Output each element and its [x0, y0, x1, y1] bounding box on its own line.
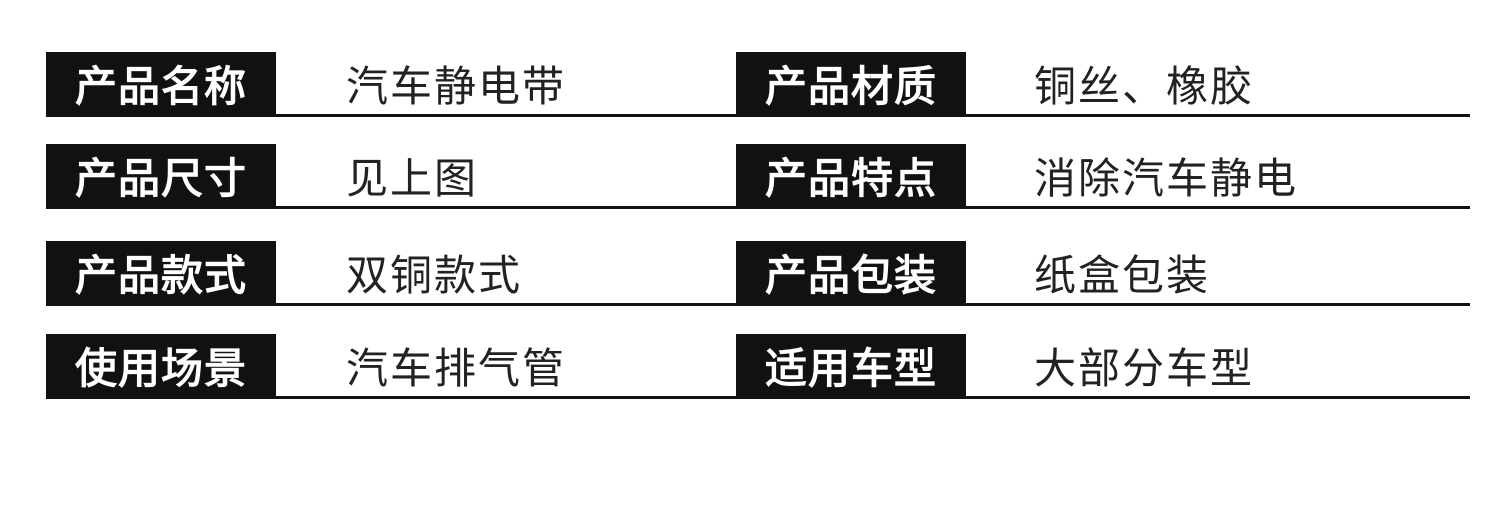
spec-cell-vehicle: 适用车型 大部分车型 [736, 334, 1470, 396]
product-spec-table: 产品名称 汽车静电带 产品材质 铜丝、橡胶 产品尺寸 见上图 产品特点 消除汽车… [46, 52, 1470, 426]
spec-cell-name: 产品名称 汽车静电带 [46, 52, 736, 114]
spec-label-product-name: 产品名称 [46, 52, 276, 114]
spec-value-material: 铜丝、橡胶 [1034, 61, 1255, 111]
spec-value-packaging: 纸盒包装 [1034, 250, 1211, 300]
spec-row: 产品尺寸 见上图 产品特点 消除汽车静电 [46, 144, 1470, 209]
spec-label-size: 产品尺寸 [46, 144, 276, 206]
spec-value-style: 双铜款式 [346, 250, 523, 300]
spec-label-vehicle: 适用车型 [736, 334, 966, 396]
spec-label-style: 产品款式 [46, 241, 276, 303]
spec-value-usage: 汽车排气管 [346, 343, 567, 393]
spec-cell-material: 产品材质 铜丝、橡胶 [736, 52, 1470, 114]
spec-row: 使用场景 汽车排气管 适用车型 大部分车型 [46, 334, 1470, 399]
spec-value-product-name: 汽车静电带 [346, 61, 567, 111]
spec-label-usage: 使用场景 [46, 334, 276, 396]
spec-value-size: 见上图 [346, 153, 479, 203]
spec-cell-usage: 使用场景 汽车排气管 [46, 334, 736, 396]
spec-label-feature: 产品特点 [736, 144, 966, 206]
spec-label-material: 产品材质 [736, 52, 966, 114]
spec-value-vehicle: 大部分车型 [1034, 343, 1255, 393]
spec-cell-feature: 产品特点 消除汽车静电 [736, 144, 1470, 206]
spec-cell-size: 产品尺寸 见上图 [46, 144, 736, 206]
spec-label-packaging: 产品包装 [736, 241, 966, 303]
spec-row: 产品款式 双铜款式 产品包装 纸盒包装 [46, 241, 1470, 306]
spec-cell-packaging: 产品包装 纸盒包装 [736, 241, 1470, 303]
spec-value-feature: 消除汽车静电 [1034, 153, 1299, 203]
spec-cell-style: 产品款式 双铜款式 [46, 241, 736, 303]
spec-row: 产品名称 汽车静电带 产品材质 铜丝、橡胶 [46, 52, 1470, 117]
